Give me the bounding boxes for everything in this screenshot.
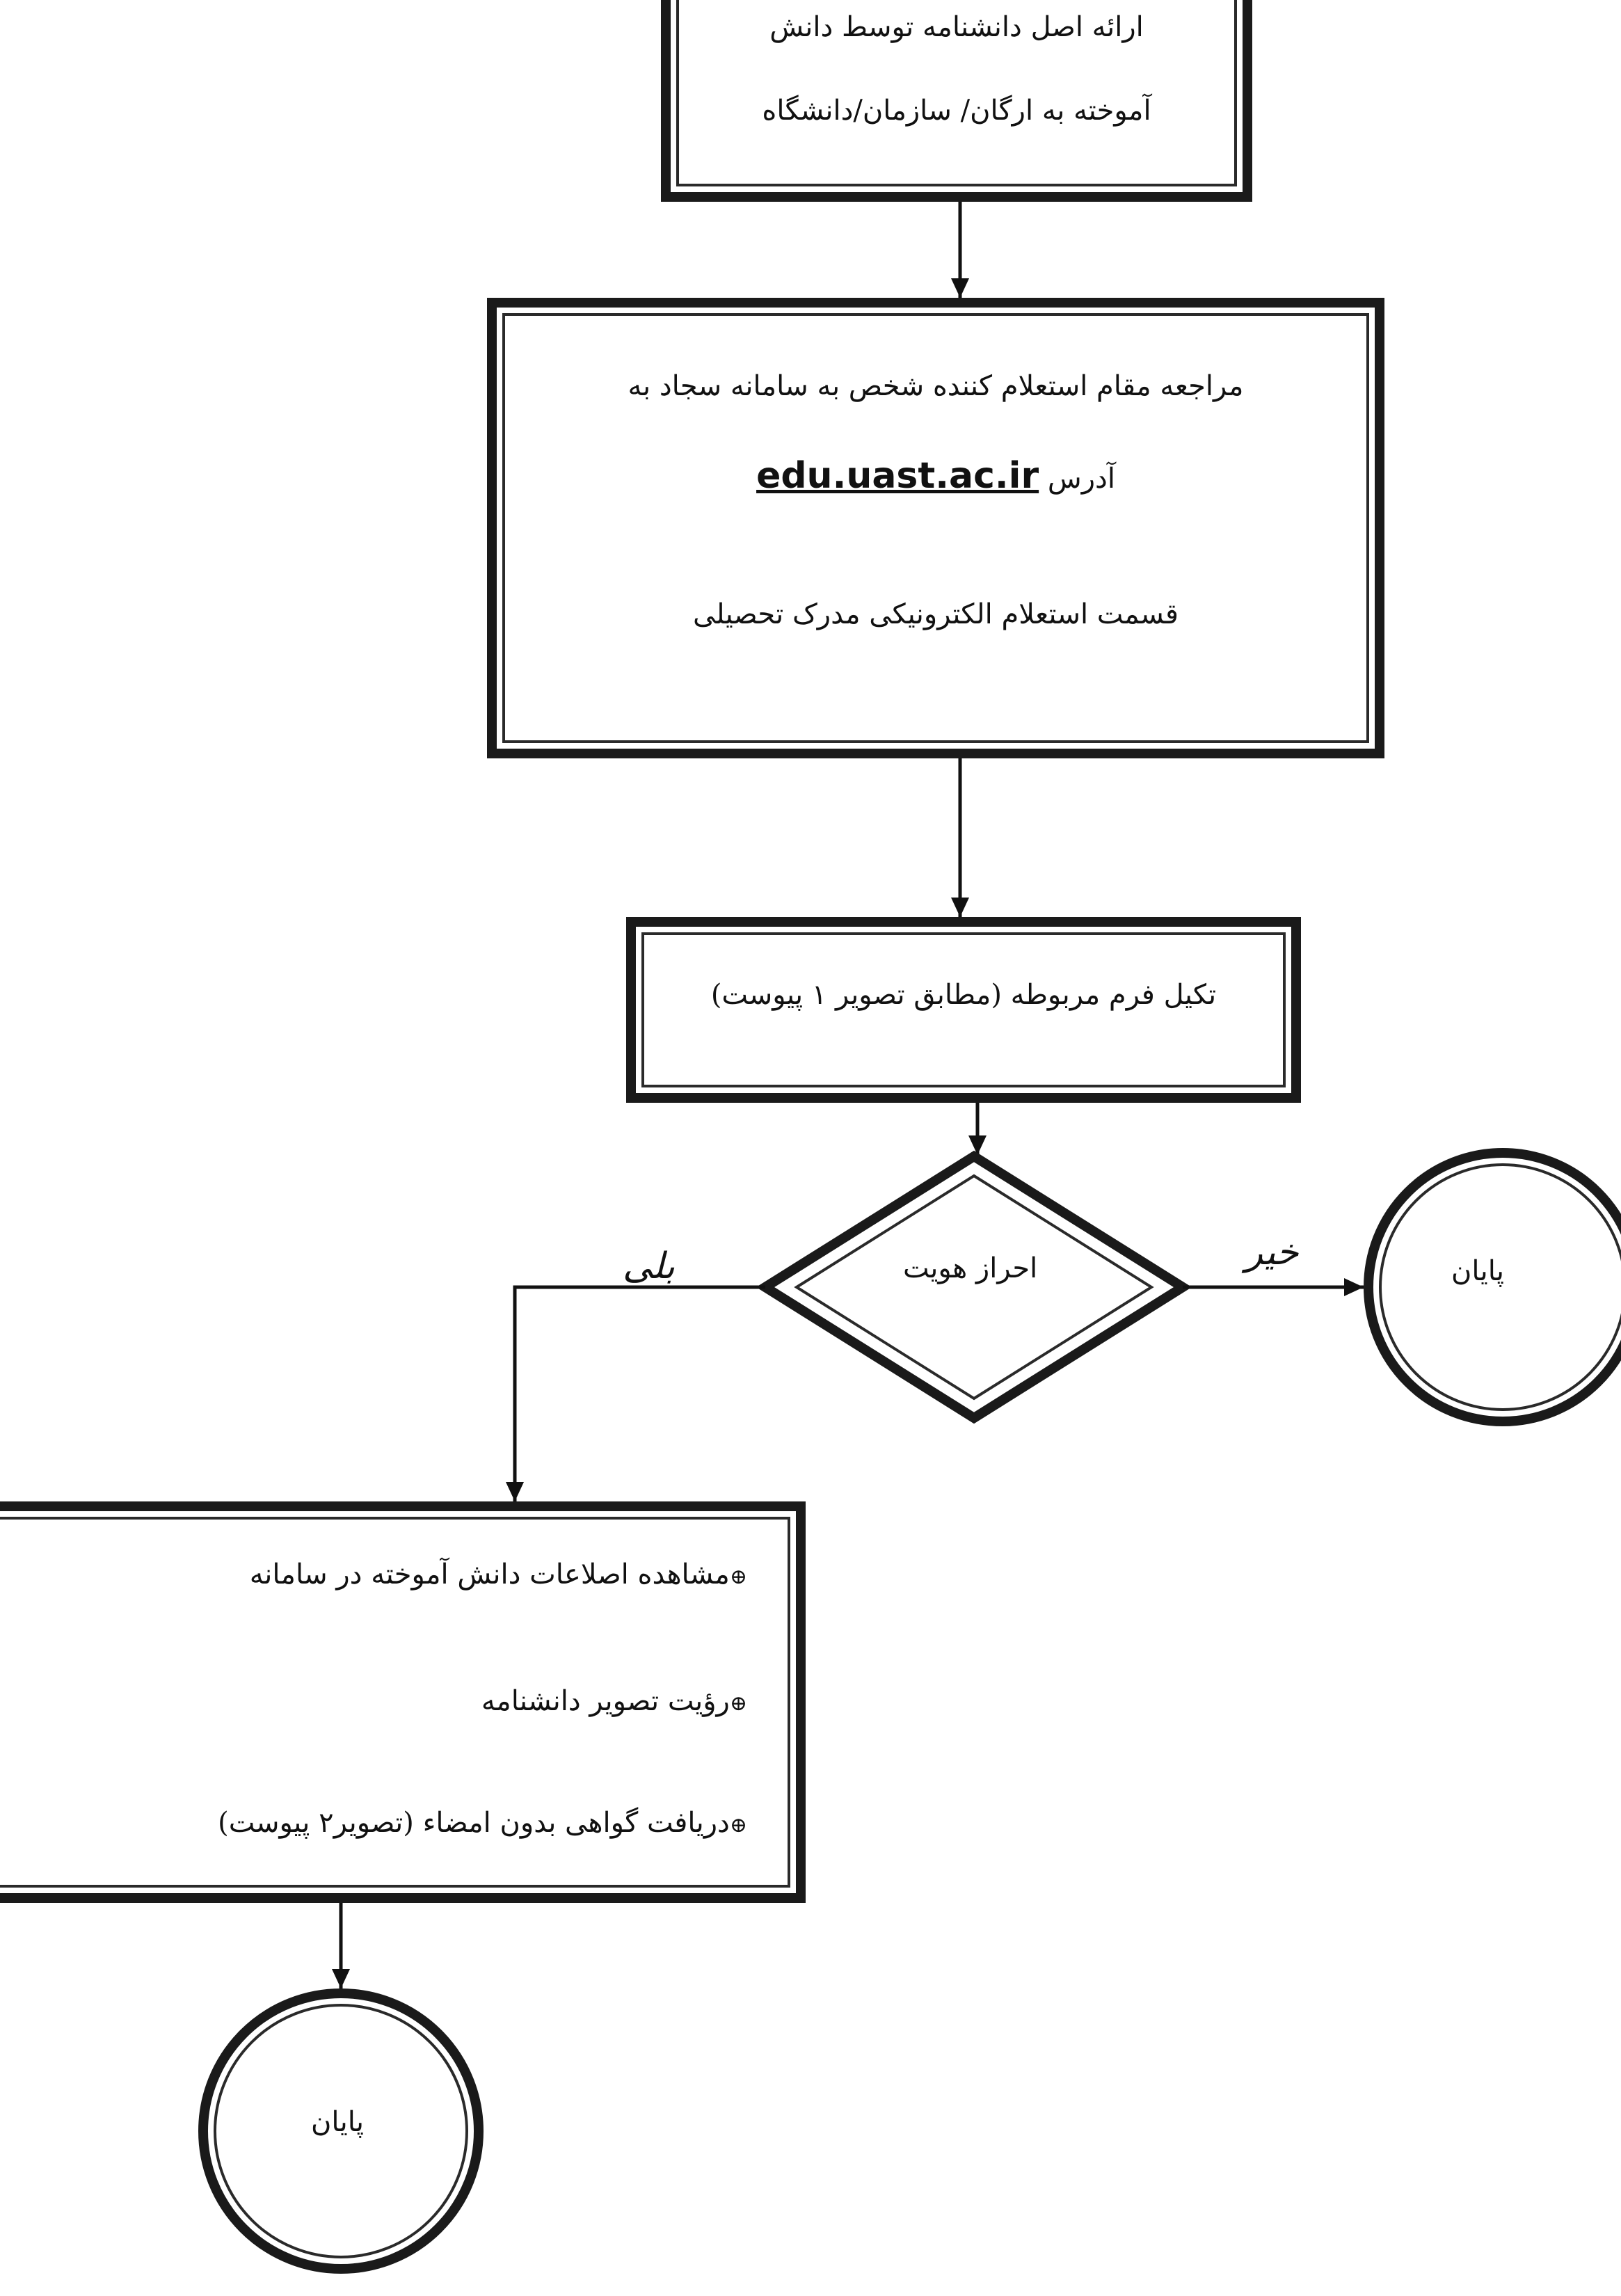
end-bottom-circle-ring — [214, 2004, 468, 2258]
decision-no-label: خیر — [1245, 1231, 1299, 1273]
step1-text-line1: ارائه اصل دانشنامه توسط دانش — [769, 11, 1144, 43]
step2-text-line3: قسمت استعلام الکترونیکی مدرک تحصیلی — [692, 598, 1179, 630]
step4-item-3: ⊕دریافت گواهی بدون امضاء (تصویر۲ پیوست) — [218, 1807, 747, 1839]
step4-item-2-text: رؤیت تصویر دانشنامه — [481, 1685, 730, 1717]
end-right-circle-ring — [1379, 1163, 1621, 1411]
decision-label: احراز هویت — [903, 1252, 1038, 1284]
step1-box: ارائه اصل دانشنامه توسط دانش آموخته به ا… — [661, 0, 1252, 202]
step4-box: ⊕مشاهده اصلاعات دانش آموخته در سامانه ⊕ر… — [0, 1501, 806, 1903]
decision-yes-label: بلی — [623, 1245, 676, 1287]
step2-box: مراجعه مقام استعلام کننده شخص به سامانه … — [487, 298, 1384, 758]
step2-address-label: آدرس — [1047, 463, 1115, 495]
step3-box-inner — [641, 932, 1286, 1087]
step1-text-line2: آموخته به ارگان/ سازمان/دانشگاه — [762, 95, 1151, 127]
bullet-icon: ⊕ — [729, 1813, 747, 1837]
bullet-icon: ⊕ — [729, 1565, 747, 1589]
step4-item-1-text: مشاهده اصلاعات دانش آموخته در سامانه — [249, 1558, 730, 1591]
step4-item-2: ⊕رؤیت تصویر دانشنامه — [481, 1685, 747, 1717]
end-right-label: پایان — [1451, 1255, 1505, 1287]
step4-item-1: ⊕مشاهده اصلاعات دانش آموخته در سامانه — [250, 1558, 747, 1591]
decision-diamond-inner — [794, 1174, 1154, 1401]
step1-box-inner — [676, 0, 1237, 186]
decision-diamond — [756, 1150, 1192, 1424]
step4-item-3-text: دریافت گواهی بدون امضاء (تصویر۲ پیوست) — [218, 1807, 730, 1839]
step4-box-inner — [0, 1517, 790, 1888]
step2-box-inner — [502, 313, 1369, 743]
step2-url: edu.uast.ac.ir — [756, 455, 1039, 497]
end-bottom-circle: پایان — [198, 1988, 484, 2274]
step3-box: تکیل فرم مربوطه (مطابق تصویر ۱ پیوست) — [626, 917, 1301, 1103]
bullet-icon: ⊕ — [729, 1691, 747, 1716]
step2-text-line1: مراجعه مقام استعلام کننده شخص به سامانه … — [628, 370, 1244, 402]
step3-text: تکیل فرم مربوطه (مطابق تصویر ۱ پیوست) — [710, 979, 1217, 1011]
step2-address-line: آدرس edu.uast.ac.ir — [497, 455, 1375, 497]
connector-decision-yes — [506, 1285, 765, 1501]
end-bottom-label: پایان — [311, 2106, 365, 2138]
